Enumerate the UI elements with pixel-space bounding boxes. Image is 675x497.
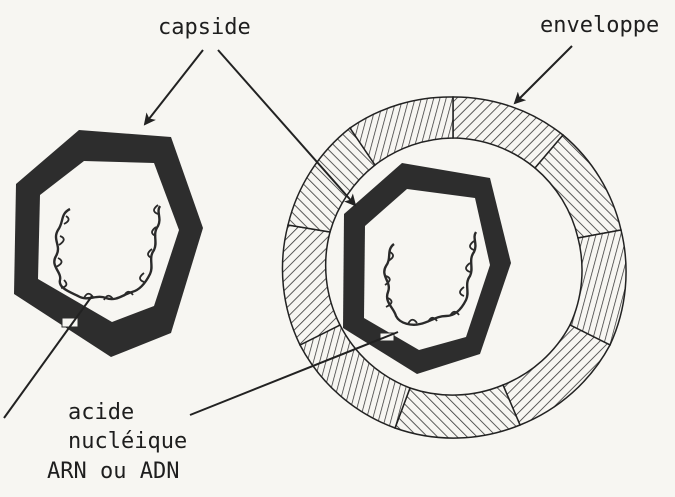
nucleic-acid-label-line1: acide (68, 401, 134, 425)
nucleic-acid-label-line3: ARN ou ADN (47, 460, 179, 484)
capside-arrow-left (145, 50, 203, 124)
naked-virus (14, 130, 203, 357)
nucleic-acid-label-line2: nucléique (68, 430, 187, 454)
capside-label: capside (158, 16, 251, 40)
enveloppe-arrow (515, 46, 572, 103)
enveloppe-label: enveloppe (540, 14, 659, 38)
capside-arrow-right (218, 50, 355, 205)
enveloped-virus (282, 0, 626, 438)
